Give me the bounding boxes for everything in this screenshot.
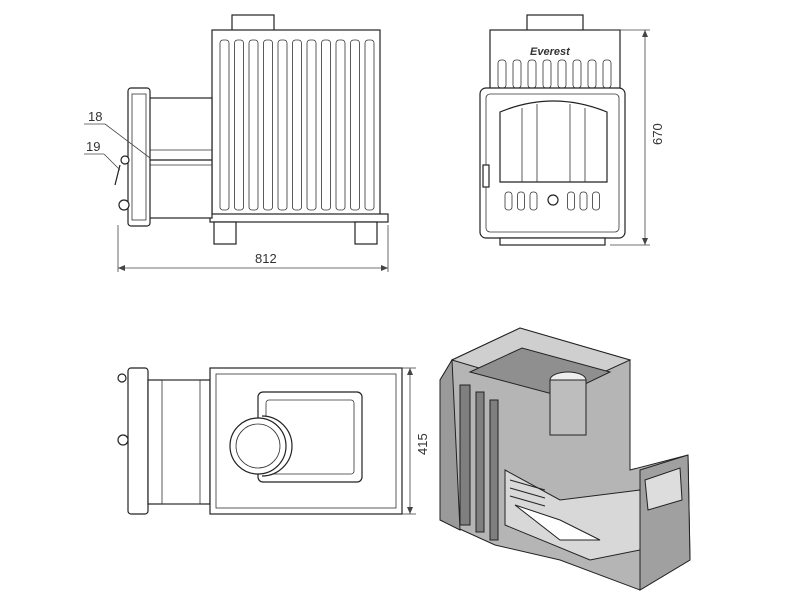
side-view: 18 19 812 [84,14,389,272]
top-view: 415 [117,367,430,515]
ash-grate-slot [579,191,588,211]
side-rib [335,39,346,211]
side-rib [292,39,302,211]
ash-grate-slot [592,191,600,211]
callout-18: 18 [88,109,102,124]
callout-19: 19 [86,139,100,154]
side-rib [350,39,360,211]
brand-logo: Everest [530,46,571,58]
depth-dimension: 415 [415,433,430,455]
ash-grate-slot [529,191,538,211]
side-rib [234,39,244,211]
side-rib [219,39,230,211]
ash-grate-slot [567,191,575,211]
side-rib [248,39,259,211]
width-dimension: 812 [255,251,277,266]
side-rib [263,39,273,211]
side-rib [321,39,331,211]
cutaway-view [439,327,691,591]
side-rib [306,39,317,211]
ash-grate-slot [504,191,513,211]
ash-grate-slot [517,191,525,211]
side-rib [364,39,375,211]
height-dimension: 670 [650,123,665,145]
side-rib [277,39,288,211]
front-view: Everest 670 [479,14,665,246]
